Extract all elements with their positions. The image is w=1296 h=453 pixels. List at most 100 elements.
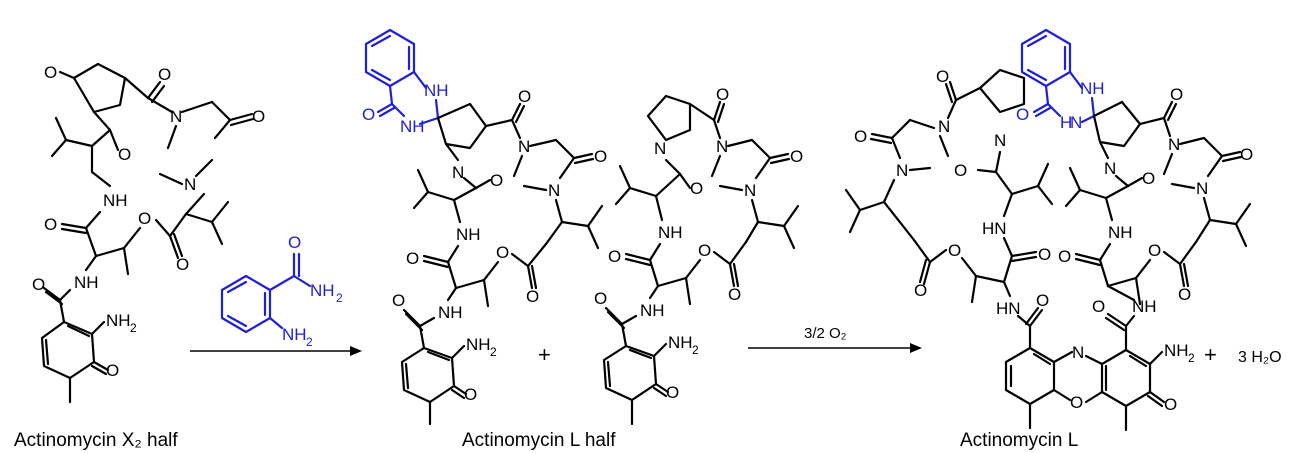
atom-nh: NH [74,273,99,292]
actinomycin-l-half-structure: NH O NH O N O N N O [362,28,607,426]
atom-o: O [44,215,57,234]
atom-o: O [914,281,927,300]
atom-nh: NH [424,81,449,100]
atom-subscript: 2 [490,345,497,359]
atom-nh2: NH [1164,341,1189,360]
atom-o: O [666,383,679,402]
caption-actinomycin-l-half: Actinomycin L half [462,430,616,451]
atom-o: O [690,179,703,198]
atom-n: N [896,161,908,180]
anthranilamide-structure: O NH 2 NH 2 [220,233,343,349]
plus-sign: + [538,342,551,367]
atom-subscript: 2 [1188,351,1195,365]
atom-nh: NH [400,117,425,136]
caption-actinomycin-x2-half: Actinomycin X₂ half [14,430,178,451]
atom-n: N [1104,159,1116,178]
reaction-arrow-1 [190,346,362,356]
atom-n: N [716,137,728,156]
atom-subscript: 2 [336,291,343,305]
atom-nh: NH [456,225,481,244]
atom-o: O [362,105,375,124]
atom-nh: NH [103,191,128,210]
actinomycin-x2-half-structure: O O N O N O NH O [32,62,265,404]
atom-n: N [654,139,666,158]
atom-nh2: NH [668,333,693,352]
atom-nh: NH [658,223,683,242]
atom-o: O [44,63,57,82]
atom-o: O [158,65,171,84]
atom-nh: NH [1108,223,1133,242]
atom-o: O [138,209,151,228]
atom-subscript: 2 [692,343,699,357]
atom-o: O [1092,297,1105,316]
atom-o: O [854,127,867,146]
atom-h: H [1060,113,1072,132]
atom-o: O [464,385,477,404]
atom-n: N [1072,343,1084,362]
atom-nh2: NH [466,335,491,354]
atom-o: O [1070,393,1083,412]
atom-nh: NH [1080,79,1105,98]
plus-sign: + [1204,342,1217,367]
atom-o: O [252,107,265,126]
atom-hn: HN [996,299,1021,318]
atom-o: O [118,145,131,164]
atom-o: O [518,87,531,106]
atom-o: O [954,161,967,180]
atom-o: O [608,247,621,266]
atom-n: N [938,117,950,136]
atom-o: O [1164,395,1177,414]
atom-o: O [32,275,45,294]
atom-n: N [744,181,756,200]
atom-o: O [490,171,503,190]
atom-o: O [790,147,803,166]
atom-n: N [548,181,560,200]
atom-o: O [698,241,711,260]
caption-actinomycin-l: Actinomycin L [960,430,1078,451]
atom-o: O [1178,285,1191,304]
atom-o: O [1170,85,1183,104]
atom-nh2: NH [106,311,131,330]
atom-o: O [496,243,509,262]
atom-o: O [392,291,405,310]
atom-nh2: NH [282,325,307,344]
atom-o: O [288,233,301,252]
atom-n: N [184,175,196,194]
atom-o: O [594,289,607,308]
atom-o: O [1142,169,1155,188]
atom-o: O [716,85,729,104]
oxygen-reagent-label: 3/2 O₂ [804,325,847,342]
atom-n: N [452,163,464,182]
atom-o: O [948,241,961,260]
atom-n: N [518,137,530,156]
reaction-arrow-2: 3/2 O₂ [748,325,922,353]
atom-o: O [594,147,607,166]
atom-o: O [1016,105,1029,124]
water-byproduct-label: 3 H₂O [1238,349,1282,366]
atom-n: N [1070,113,1082,132]
atom-nh: NH [1132,297,1157,316]
atom-nh: NH [438,303,463,322]
atom-o: O [406,249,419,268]
atom-hn: HN [982,219,1007,238]
atom-o: O [106,361,119,380]
atom-o: O [1038,245,1051,264]
atom-o: O [176,255,189,274]
atom-o: O [936,67,949,86]
atom-o: O [1036,291,1049,310]
atom-n: N [1196,179,1208,198]
atom-nh2: NH [310,281,335,300]
actinomycin-l-structure: O N O N N O HN O O O [844,28,1253,432]
atom-n: N [994,131,1006,150]
actinomycin-proline-half-structure: O N O N N O NH O O O [594,85,803,426]
atom-n: N [170,107,182,126]
atom-nh: NH [640,301,665,320]
atom-subscript: 2 [306,335,313,349]
atom-o: O [1240,145,1253,164]
atom-o: O [1148,241,1161,260]
atom-subscript: 2 [130,321,137,335]
atom-o: O [526,287,539,306]
atom-o: O [728,285,741,304]
atom-n: N [1168,135,1180,154]
